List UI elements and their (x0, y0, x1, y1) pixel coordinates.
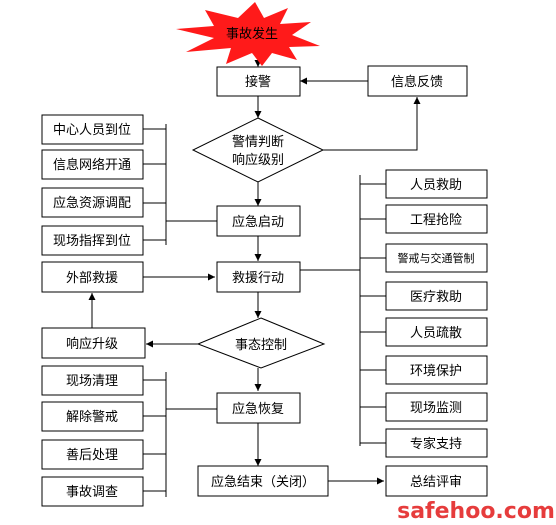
judge-label-line1: 警情判断 (232, 134, 284, 150)
action-item: 人员疏散 (410, 326, 462, 341)
escalate-node: 响应升级 (41, 327, 146, 359)
prep-item: 应急资源调配 (53, 195, 131, 211)
start-response-label: 应急启动 (232, 214, 284, 230)
recovery-group: 现场清理 解除警戒 善后处理 事故调查 (41, 365, 144, 507)
actions-group: 人员救助 工程抢险 警戒与交通管制 医疗救助 人员疏散 环境保护 现场监测 专家… (385, 169, 488, 458)
outside-help-label: 外部救援 (66, 270, 118, 286)
burst-icon (176, 2, 320, 66)
control-node: 事态控制 (196, 317, 326, 369)
recovery-item: 事故调查 (66, 485, 118, 500)
action-item: 专家支持 (410, 436, 462, 452)
prep-item: 中心人员到位 (53, 123, 131, 138)
action-item: 现场监测 (410, 401, 462, 416)
prep-item: 信息网络开通 (53, 157, 131, 173)
judge-node: 警情判断 响应级别 (191, 117, 325, 183)
restore-label: 应急恢复 (232, 401, 284, 417)
recovery-item: 现场清理 (66, 374, 118, 389)
feedback-node: 信息反馈 (367, 65, 468, 97)
prep-item: 现场指挥到位 (53, 234, 131, 249)
start-response-node: 应急启动 (216, 205, 301, 237)
watermark-text: safehoo.com (397, 499, 555, 524)
end-label: 应急结束（关闭） (211, 474, 315, 490)
summary-node: 总结评审 (385, 465, 488, 497)
receive-node: 接警 (216, 66, 301, 97)
action-item: 警戒与交通管制 (398, 251, 475, 265)
recovery-item: 善后处理 (66, 447, 118, 463)
escalate-label: 响应升级 (66, 336, 118, 352)
feedback-label: 信息反馈 (391, 74, 443, 90)
action-item: 工程抢险 (410, 212, 462, 228)
receive-label: 接警 (245, 74, 271, 90)
watermark: safehoo.com (397, 499, 555, 524)
action-item: 人员救助 (410, 177, 462, 193)
recovery-item: 解除警戒 (66, 409, 118, 425)
connectors (88, 54, 421, 497)
end-node: 应急结束（关闭） (197, 465, 329, 497)
action-item: 环境保护 (410, 364, 462, 379)
outside-help-node: 外部救援 (41, 261, 144, 293)
control-label: 事态控制 (235, 338, 287, 353)
summary-label: 总结评审 (410, 475, 462, 490)
judge-label-line2: 响应级别 (232, 152, 284, 168)
prep-group: 中心人员到位 信息网络开通 应急资源调配 现场指挥到位 (41, 114, 144, 256)
rescue-node: 救援行动 (216, 261, 301, 293)
rescue-label: 救援行动 (232, 270, 284, 286)
action-item: 医疗救助 (410, 289, 462, 305)
start-label: 事故发生 (226, 26, 278, 42)
restore-node: 应急恢复 (216, 392, 301, 424)
start-burst: 事故发生 (176, 2, 320, 66)
